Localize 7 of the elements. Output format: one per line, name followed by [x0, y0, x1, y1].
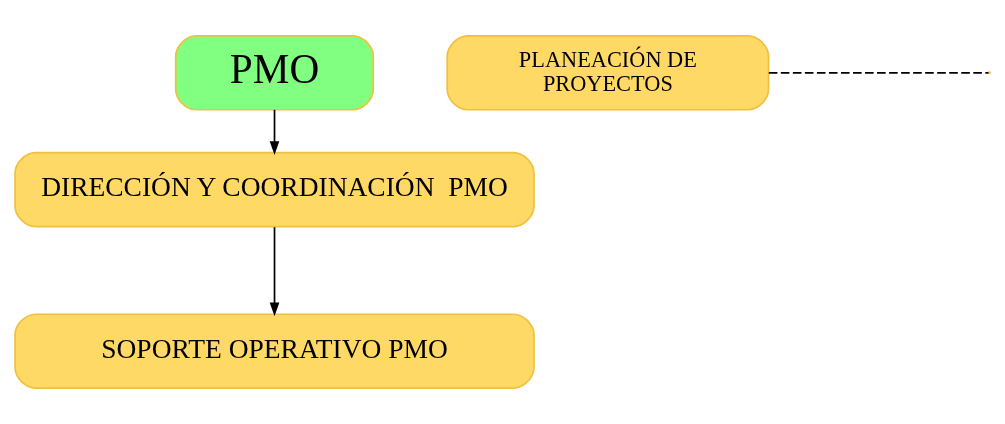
connector [767, 71, 990, 74]
arrow [269, 108, 280, 155]
node-box: SOPORTE OPERATIVO PMO [14, 313, 535, 389]
node-box: DIRECCIÓN Y COORDINACIÓN PMO [14, 151, 535, 228]
node-box: PLANEACIÓN DE PROYECTOS [446, 35, 770, 111]
node-box: PMO [174, 35, 375, 111]
arrow [269, 226, 280, 317]
